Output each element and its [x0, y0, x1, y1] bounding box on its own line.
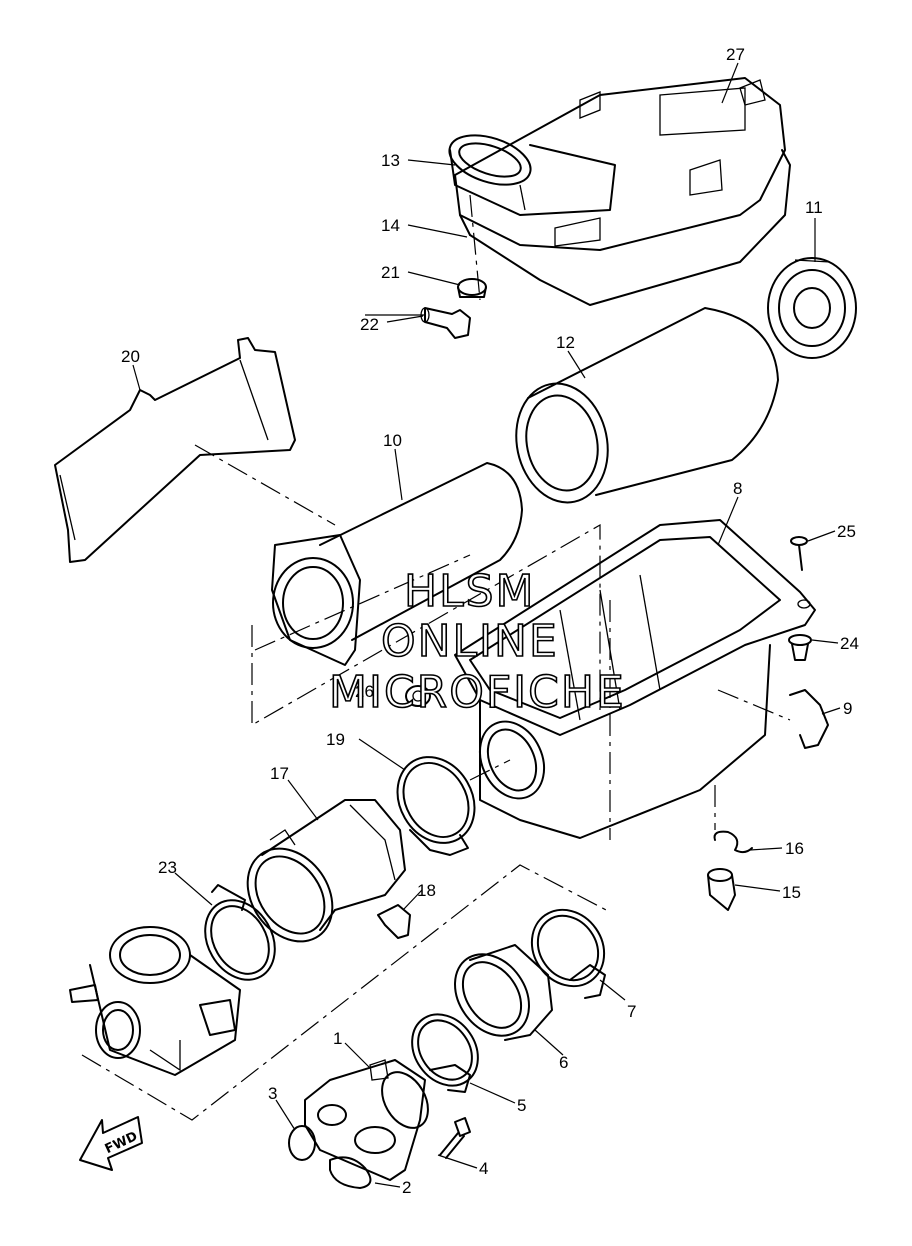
clamp-7 — [530, 908, 606, 999]
end-cap — [767, 257, 857, 359]
intake-joint — [246, 799, 406, 943]
callout-11: 11 — [805, 198, 823, 217]
callout-22: 22 — [360, 315, 379, 334]
clip-24 — [788, 634, 812, 661]
joint-nipple — [377, 904, 411, 939]
callout-14: 14 — [381, 216, 400, 235]
watermark-line3: MICROFICHE — [329, 667, 626, 718]
intake-duct — [448, 134, 616, 216]
callout-5: 5 — [517, 1096, 526, 1115]
grommet — [457, 278, 487, 298]
callout-23: 23 — [158, 858, 177, 877]
callout-26: 26 — [355, 682, 374, 701]
callouts: 27 13 14 21 22 11 12 20 10 8 25 24 9 26 … — [121, 45, 859, 1197]
clamp-5 — [411, 1013, 479, 1093]
callout-12: 12 — [556, 333, 575, 352]
gasket-2 — [329, 1156, 372, 1189]
callout-25: 25 — [837, 522, 856, 541]
joint-6 — [454, 944, 553, 1041]
callout-20: 20 — [121, 347, 140, 366]
holder-15 — [707, 868, 736, 911]
large-clamp — [396, 756, 476, 856]
screw-25 — [790, 536, 808, 571]
clamp-23 — [204, 884, 276, 981]
callout-19: 19 — [326, 730, 345, 749]
callout-3: 3 — [268, 1084, 277, 1103]
air-box-case — [454, 519, 816, 839]
callout-2: 2 — [402, 1178, 411, 1197]
callout-6: 6 — [559, 1053, 568, 1072]
callout-8: 8 — [733, 479, 742, 498]
fwd-arrow: FWD — [79, 1116, 143, 1171]
intake-manifold — [304, 1059, 429, 1181]
air-box-cover — [454, 77, 791, 306]
callout-10: 10 — [383, 431, 402, 450]
bolt-4 — [439, 1117, 471, 1159]
callout-27: 27 — [726, 45, 745, 64]
callout-7: 7 — [627, 1002, 636, 1021]
clip-9 — [789, 689, 829, 749]
callout-13: 13 — [381, 151, 400, 170]
callout-21: 21 — [381, 263, 400, 282]
assembly-lines — [81, 194, 791, 1121]
callout-18: 18 — [417, 881, 436, 900]
callout-4: 4 — [479, 1159, 488, 1178]
watermark-line1: HLSM — [404, 566, 536, 617]
callout-16: 16 — [785, 839, 804, 858]
breather-joint — [420, 307, 471, 339]
o-ring-3 — [288, 1125, 316, 1161]
watermark: HLSM ONLINE MICROFICHE — [328, 565, 626, 719]
callout-15: 15 — [782, 883, 801, 902]
callout-9: 9 — [843, 699, 852, 718]
cover-plate — [54, 337, 296, 563]
callout-1: 1 — [333, 1029, 342, 1048]
leader-lines — [132, 62, 841, 1188]
air-filter-element — [515, 307, 779, 504]
filter-guide — [271, 462, 523, 666]
case-outlet — [478, 720, 546, 800]
drain-plug — [405, 685, 431, 707]
spring-16 — [713, 830, 753, 854]
carburetor — [69, 926, 241, 1076]
callout-24: 24 — [840, 634, 859, 653]
callout-17: 17 — [270, 764, 289, 783]
watermark-line2: ONLINE — [381, 616, 559, 667]
